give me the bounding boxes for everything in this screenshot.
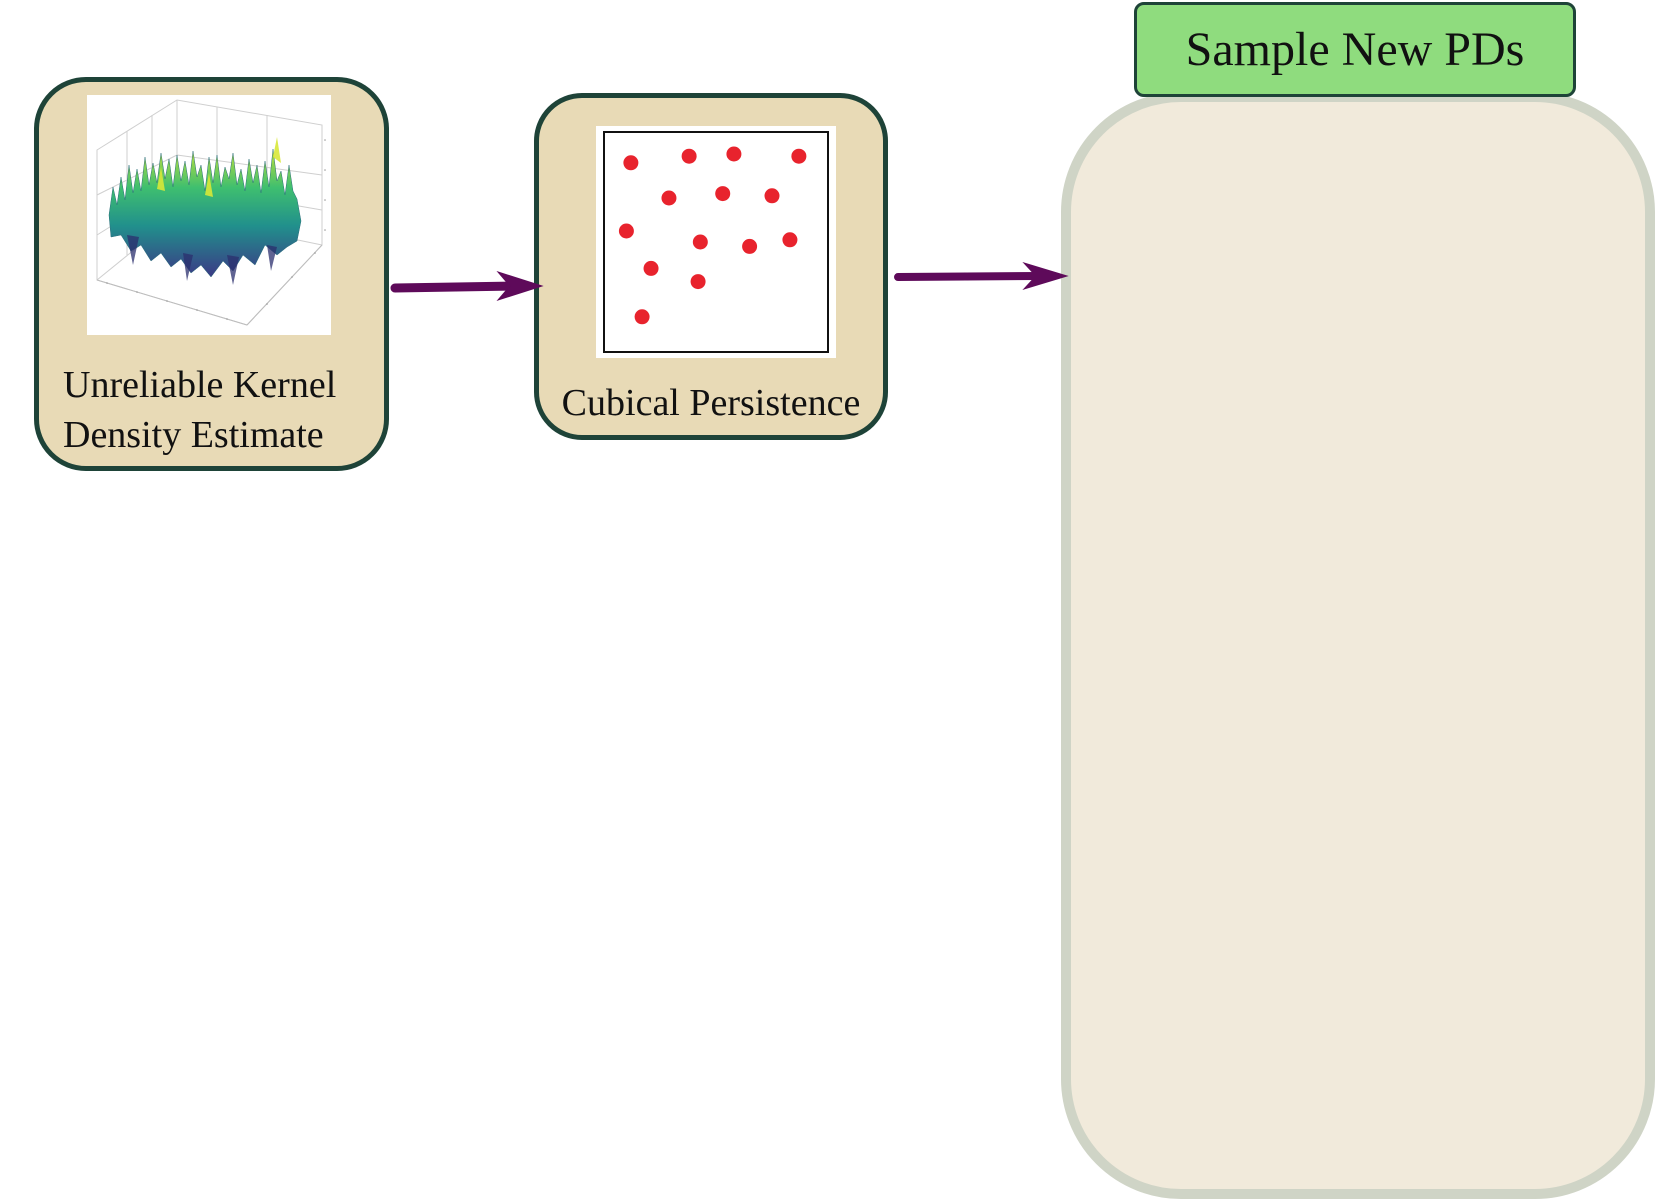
cubical-persistence-node: Cubical Persistence [534,93,888,440]
kde-node: Unreliable Kernel Density Estimate [34,77,389,471]
persistence-diagram-svg [603,131,829,353]
persistence-point [692,234,708,250]
persistence-point [715,186,731,202]
arrow-kde-to-cubical [390,270,544,302]
persistence-point [726,146,742,162]
persistence-point [623,155,639,171]
kde-node-label: Unreliable Kernel Density Estimate [63,360,384,460]
sample-new-pds-header: Sample New PDs [1134,2,1576,97]
kde-label-line2: Density Estimate [63,414,324,456]
persistence-point [764,188,780,204]
persistence-point [643,260,659,276]
persistence-point [681,148,697,164]
cubical-node-label: Cubical Persistence [561,382,861,424]
persistence-point [618,223,634,239]
persistence-point [782,232,798,248]
persistence-point [661,190,677,206]
persistence-points [618,146,807,325]
sample-pds-panel [1061,92,1655,1199]
surface-plot-svg [96,99,326,326]
persistence-point [690,274,706,290]
persistence-point [634,309,650,325]
surface-plot-icon [87,95,331,335]
kde-label-line1: Unreliable Kernel [63,364,337,406]
persistence-point [742,238,758,254]
scatter-plot-icon [596,126,836,358]
arrow-cubical-to-sample [894,261,1069,291]
persistence-point [791,148,807,164]
